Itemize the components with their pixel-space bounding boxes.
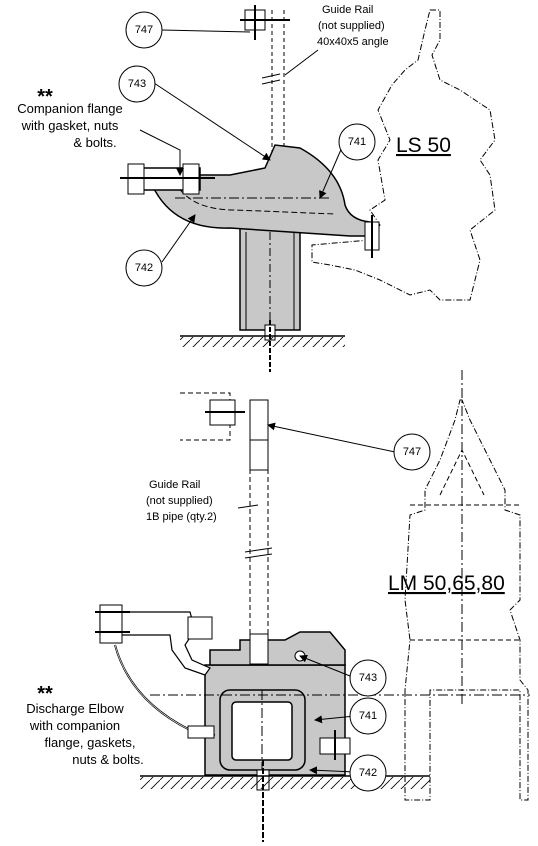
svg-text:743: 743 — [359, 672, 377, 684]
svg-text:747: 747 — [403, 446, 421, 458]
svg-text:741: 741 — [359, 710, 377, 722]
top-companion-note: ** Companion flange with gasket, nuts & … — [17, 86, 123, 150]
svg-text:(not supplied): (not supplied) — [318, 20, 385, 32]
bottom-callout-743: 743 — [349, 659, 387, 697]
svg-text:40x40x5 angle: 40x40x5 angle — [317, 36, 389, 48]
svg-text:747: 747 — [135, 24, 153, 36]
top-callout-742: 742 — [125, 249, 163, 287]
top-callout-747: 747 — [125, 11, 163, 49]
top-pump-outline — [311, 9, 496, 301]
svg-text:742: 742 — [359, 767, 377, 779]
svg-text:**: ** — [37, 86, 53, 108]
bottom-elbow-note: ** Discharge Elbow with companion flange… — [26, 683, 144, 767]
svg-text:742: 742 — [135, 262, 153, 274]
svg-text:**: ** — [37, 683, 53, 705]
svg-text:Companion flange: Companion flange — [17, 101, 123, 116]
top-callout-743: 743 — [118, 65, 156, 103]
bottom-model-label: LM 50,65,80 — [388, 572, 505, 595]
bottom-figure — [95, 370, 530, 842]
svg-text:(not supplied): (not supplied) — [146, 495, 213, 507]
top-figure — [120, 5, 496, 372]
svg-text:flange, gaskets,: flange, gaskets, — [44, 735, 135, 750]
svg-text:with companion: with companion — [29, 718, 120, 733]
svg-text:1B pipe (qty.2): 1B pipe (qty.2) — [146, 511, 217, 523]
bottom-callout-747: 747 — [393, 433, 431, 471]
bottom-guide-rail-note: Guide Rail (not supplied) 1B pipe (qty.2… — [146, 479, 217, 523]
svg-text:Guide Rail: Guide Rail — [149, 479, 200, 491]
svg-text:nuts & bolts.: nuts & bolts. — [72, 752, 144, 767]
svg-text:741: 741 — [348, 136, 366, 148]
bottom-pump-outline — [404, 399, 529, 801]
svg-text:Discharge Elbow: Discharge Elbow — [26, 701, 124, 716]
bottom-callout-742: 742 — [349, 754, 387, 792]
top-guide-rail-note: Guide Rail (not supplied) 40x40x5 angle — [317, 4, 389, 48]
top-callout-741: 741 — [338, 123, 376, 161]
bottom-guide-block — [209, 631, 346, 666]
svg-text:Guide Rail: Guide Rail — [322, 4, 373, 16]
bottom-callout-741: 741 — [349, 697, 387, 735]
svg-text:& bolts.: & bolts. — [73, 135, 116, 150]
top-model-label: LS 50 — [396, 134, 451, 157]
svg-text:743: 743 — [128, 78, 146, 90]
svg-text:with gasket, nuts: with gasket, nuts — [21, 118, 119, 133]
